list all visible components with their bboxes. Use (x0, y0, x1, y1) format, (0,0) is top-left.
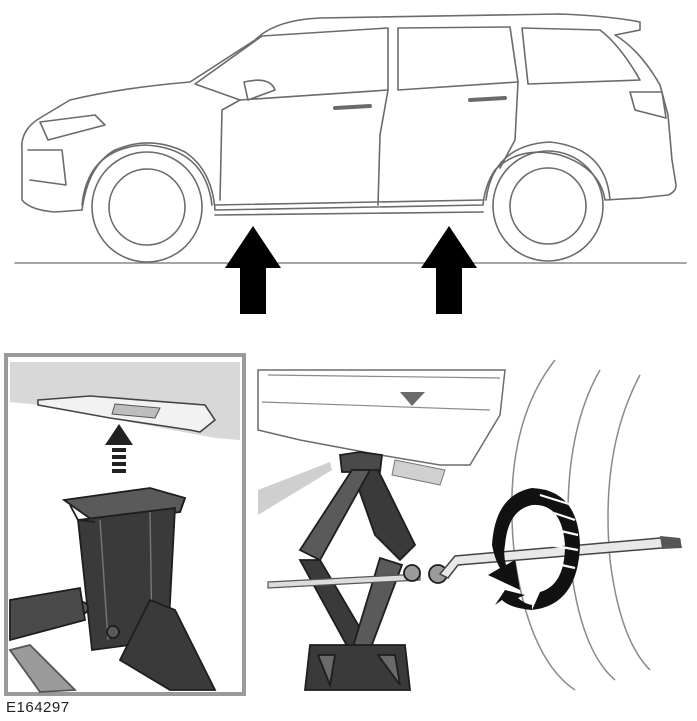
jack-icon (267, 451, 448, 691)
marker-triangle (400, 392, 425, 406)
up-arrow-icon (421, 226, 477, 314)
up-arrow-icon (225, 226, 281, 314)
rotate-clockwise-icon (488, 488, 580, 610)
figure-code: E164297 (6, 699, 70, 716)
jack-saddle (339, 451, 383, 473)
vehicle-sill (257, 369, 506, 466)
front-wheel (91, 151, 203, 263)
tail-light (629, 91, 667, 119)
jack-head-inset (4, 353, 246, 696)
rear-wheel (492, 150, 604, 262)
vehicle-side-view (14, 13, 687, 264)
mirror (243, 79, 276, 101)
jack-icon (8, 487, 217, 693)
headlight (39, 114, 106, 141)
sill-line (214, 199, 484, 216)
up-arrow-icon (105, 424, 133, 473)
wheel-brace-icon (438, 536, 682, 579)
side-windows (194, 27, 389, 101)
jacking-arrows (225, 226, 477, 314)
wheel (511, 359, 651, 691)
jack-in-use-view (257, 359, 682, 691)
vehicle-body (21, 13, 677, 213)
jack-screw (267, 573, 421, 589)
